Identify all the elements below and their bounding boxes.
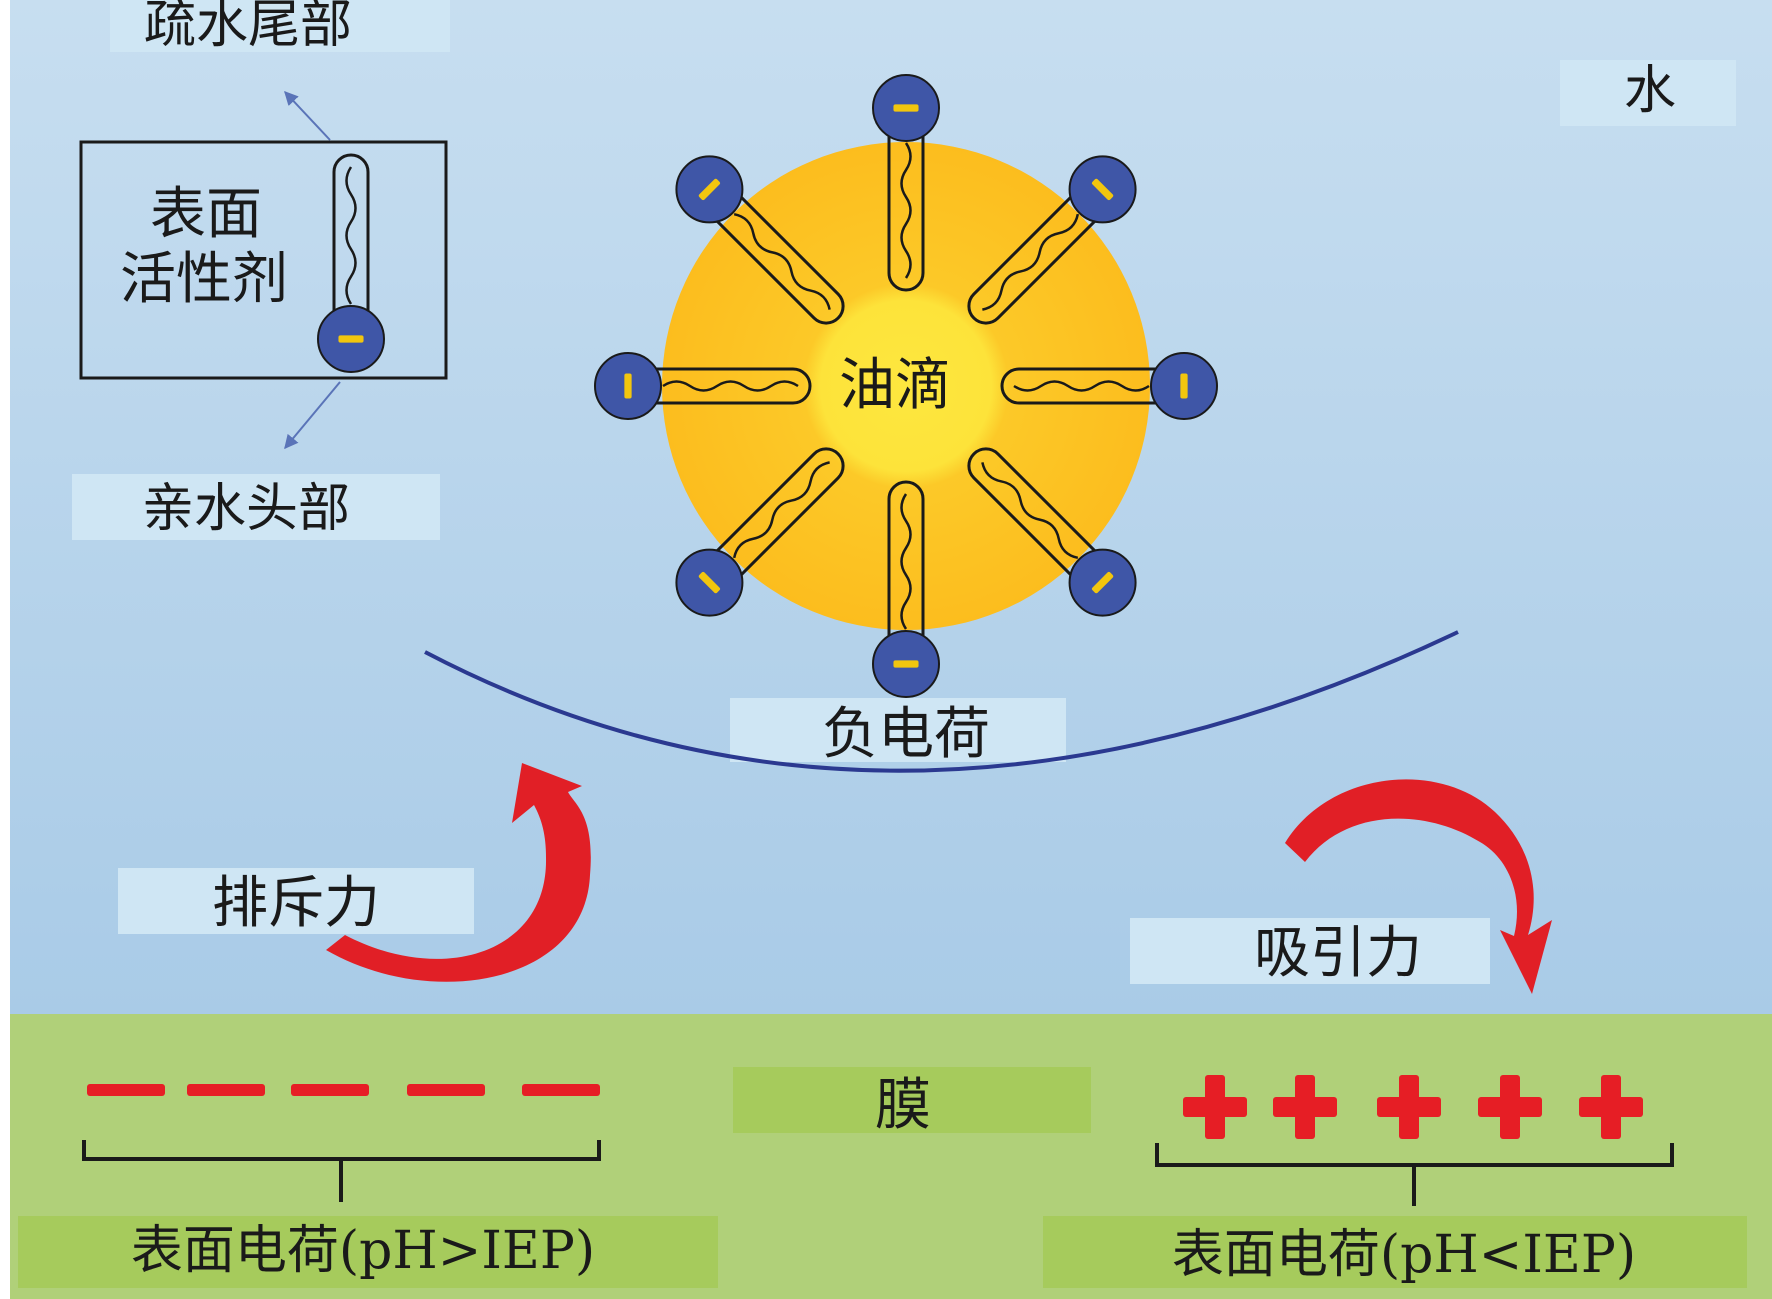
- repulsion-arrow: [326, 763, 591, 982]
- label-band: [18, 1216, 718, 1288]
- label-band: [72, 474, 440, 540]
- droplet-surfactant: [675, 155, 845, 325]
- membrane-label: 膜: [875, 1073, 931, 1138]
- membrane-plus-sign: [1579, 1075, 1643, 1139]
- droplet-surfactant: [967, 155, 1137, 325]
- hydrophobic-tail-label: 疏水尾部: [144, 0, 352, 55]
- hydrocarbon-chain: [1013, 380, 1150, 392]
- negative-charge-symbol: [893, 660, 919, 668]
- label-band: [1560, 60, 1736, 126]
- label-band: [730, 698, 1066, 762]
- droplet-surfactant: [594, 352, 812, 420]
- repulsion-label: 排斥力: [212, 871, 380, 936]
- head-pointer-arrow: [284, 381, 341, 450]
- surfactant-label-line1: 表面: [150, 182, 262, 247]
- droplet-surfactant: [872, 480, 940, 698]
- label-band: [118, 868, 474, 934]
- hydrocarbon-chain: [662, 380, 799, 392]
- membrane-plus-sign: [1273, 1075, 1337, 1139]
- membrane-plus-sign: [1183, 1075, 1247, 1139]
- oil-droplet-label: 油滴: [839, 353, 951, 418]
- brace-left: [82, 1140, 601, 1202]
- membrane-plus-sign: [1478, 1075, 1542, 1139]
- membrane-minus-sign: [87, 1084, 165, 1096]
- membrane-minus-sign: [522, 1084, 600, 1096]
- label-band: [110, 0, 450, 52]
- surface-charge-low-ph-label: 表面电荷(pH<IEP): [1172, 1225, 1636, 1285]
- hydrocarbon-chain: [345, 166, 357, 305]
- negative-charge-symbol: [624, 373, 632, 399]
- membrane-minus-sign: [291, 1084, 369, 1096]
- negative-charge-symbol: [1091, 571, 1114, 594]
- membrane-negative-charges: [87, 1084, 600, 1096]
- negative-charge-symbol: [338, 335, 364, 343]
- hydrocarbon-chain: [982, 213, 1080, 311]
- droplet-surfactant: [1000, 352, 1218, 420]
- surfactant-label-line2: 活性剂: [120, 247, 288, 312]
- attraction-label: 吸引力: [1254, 921, 1422, 986]
- surfactant-legend-box: [79, 140, 448, 380]
- tail-pointer-arrow: [284, 90, 331, 141]
- membrane-minus-sign: [407, 1084, 485, 1096]
- droplet-surfactants: [594, 74, 1218, 698]
- negative-charge-symbol: [1091, 178, 1114, 201]
- membrane-plus-sign: [1377, 1075, 1441, 1139]
- hydrocarbon-chain: [733, 212, 831, 310]
- hydrocarbon-chain: [900, 142, 912, 279]
- water-label: 水: [1624, 61, 1676, 121]
- negative-charge-symbol: [698, 571, 721, 594]
- attraction-arrow: [1285, 779, 1552, 994]
- negative-charge-label: 负电荷: [822, 702, 990, 767]
- negative-charge-symbol: [698, 178, 721, 201]
- droplet-surfactant: [872, 74, 940, 292]
- label-band: [1130, 918, 1490, 984]
- hydrophilic-head-label: 亲水头部: [142, 479, 350, 539]
- droplet-surfactant: [967, 447, 1137, 617]
- hydrocarbon-chain: [900, 493, 912, 630]
- hydrocarbon-chain: [732, 461, 830, 559]
- negative-charge-curve: [424, 630, 1459, 773]
- negative-charge-symbol: [893, 104, 919, 112]
- negative-charge-symbol: [1180, 373, 1188, 399]
- label-band: [733, 1067, 1091, 1133]
- membrane-minus-sign: [187, 1084, 265, 1096]
- oil-droplet: [662, 142, 1150, 630]
- droplet-surfactant: [675, 447, 845, 617]
- label-band: [1043, 1216, 1747, 1288]
- hydrocarbon-chain: [981, 462, 1079, 560]
- legend-surfactant-molecule: [317, 153, 385, 373]
- brace-right: [1155, 1143, 1674, 1206]
- membrane-positive-charges: [1183, 1075, 1643, 1139]
- surface-charge-high-ph-label: 表面电荷(pH>IEP): [131, 1221, 595, 1281]
- legend-surfactant: [317, 153, 385, 373]
